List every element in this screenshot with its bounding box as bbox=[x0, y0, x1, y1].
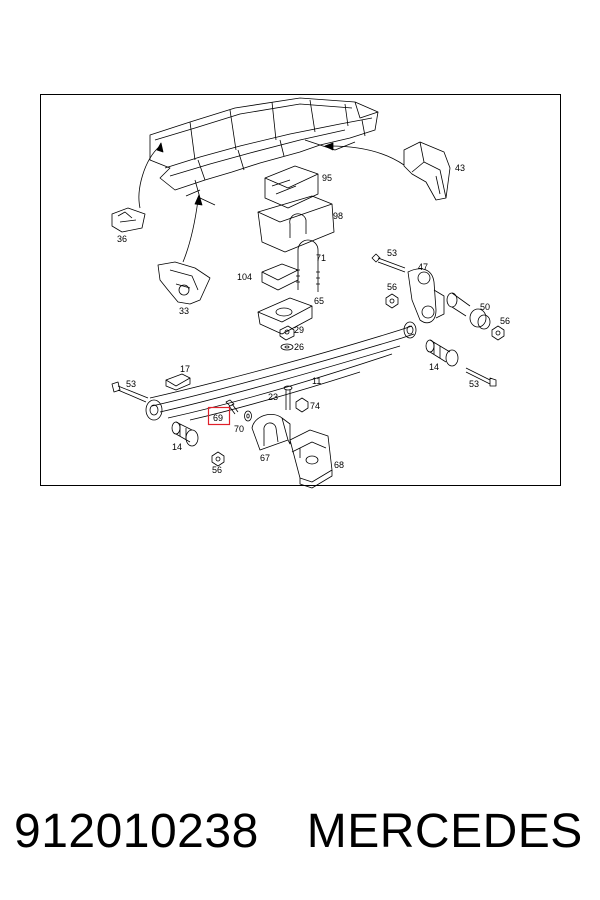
plate-95 bbox=[264, 165, 319, 209]
label-23: 23 bbox=[268, 392, 278, 402]
footer: 912010238 MERCEDES bbox=[14, 796, 590, 866]
label-71: 71 bbox=[316, 253, 326, 263]
bump-bracket-43 bbox=[403, 141, 451, 201]
label-74: 74 bbox=[310, 401, 320, 411]
bump-stop-67 bbox=[251, 414, 291, 451]
label-68: 68 bbox=[334, 460, 344, 470]
nut-56a bbox=[385, 293, 399, 309]
spring-seat-65 bbox=[257, 297, 313, 335]
label-33: 33 bbox=[179, 306, 189, 316]
bushing-14b bbox=[171, 421, 199, 447]
center-bolt-23 bbox=[283, 385, 293, 410]
label-14a: 14 bbox=[429, 362, 439, 372]
label-98: 98 bbox=[333, 211, 343, 221]
brand-name: MERCEDES bbox=[306, 804, 583, 858]
pad-17 bbox=[165, 373, 191, 391]
assembly-arrows bbox=[138, 142, 405, 263]
bolt-53c bbox=[111, 381, 149, 403]
label-53b: 53 bbox=[469, 379, 479, 389]
shackle-47 bbox=[407, 268, 445, 324]
nut-74 bbox=[295, 397, 309, 413]
label-47: 47 bbox=[418, 262, 428, 272]
nut-56c bbox=[211, 451, 225, 467]
nut-56b bbox=[491, 325, 505, 341]
label-69: 69 bbox=[213, 413, 223, 423]
washer-70 bbox=[244, 410, 252, 422]
diagram-frame bbox=[40, 94, 561, 486]
label-56b: 56 bbox=[500, 316, 510, 326]
bolt-53b bbox=[465, 367, 497, 387]
nut-29 bbox=[279, 325, 295, 341]
label-104: 104 bbox=[237, 272, 252, 282]
label-17: 17 bbox=[180, 364, 190, 374]
label-67: 67 bbox=[260, 453, 270, 463]
label-43: 43 bbox=[455, 163, 465, 173]
spring-hanger-33 bbox=[157, 261, 211, 305]
label-53a: 53 bbox=[387, 248, 397, 258]
label-26: 26 bbox=[294, 342, 304, 352]
label-11: 11 bbox=[312, 376, 321, 386]
bracket-36 bbox=[111, 207, 146, 233]
highlight-box-69 bbox=[207, 406, 231, 426]
chassis-frame bbox=[149, 97, 379, 206]
label-65: 65 bbox=[314, 296, 324, 306]
bushing-50 bbox=[446, 292, 491, 330]
label-29: 29 bbox=[294, 325, 304, 335]
label-95: 95 bbox=[322, 173, 332, 183]
part-number: 912010238 bbox=[14, 804, 259, 858]
label-56a: 56 bbox=[387, 282, 397, 292]
bolt-53a bbox=[371, 253, 406, 273]
label-36: 36 bbox=[117, 234, 127, 244]
pad-98 bbox=[257, 195, 335, 253]
leaf-spring-11 bbox=[145, 321, 417, 421]
label-14b: 14 bbox=[172, 442, 182, 452]
u-bolt-71 bbox=[296, 239, 320, 292]
label-53c: 53 bbox=[126, 379, 136, 389]
bushing-14a bbox=[425, 339, 459, 367]
label-50: 50 bbox=[480, 302, 490, 312]
bracket-68 bbox=[289, 429, 333, 489]
label-70: 70 bbox=[234, 424, 244, 434]
washer-26 bbox=[280, 343, 294, 351]
label-56c: 56 bbox=[212, 465, 222, 475]
